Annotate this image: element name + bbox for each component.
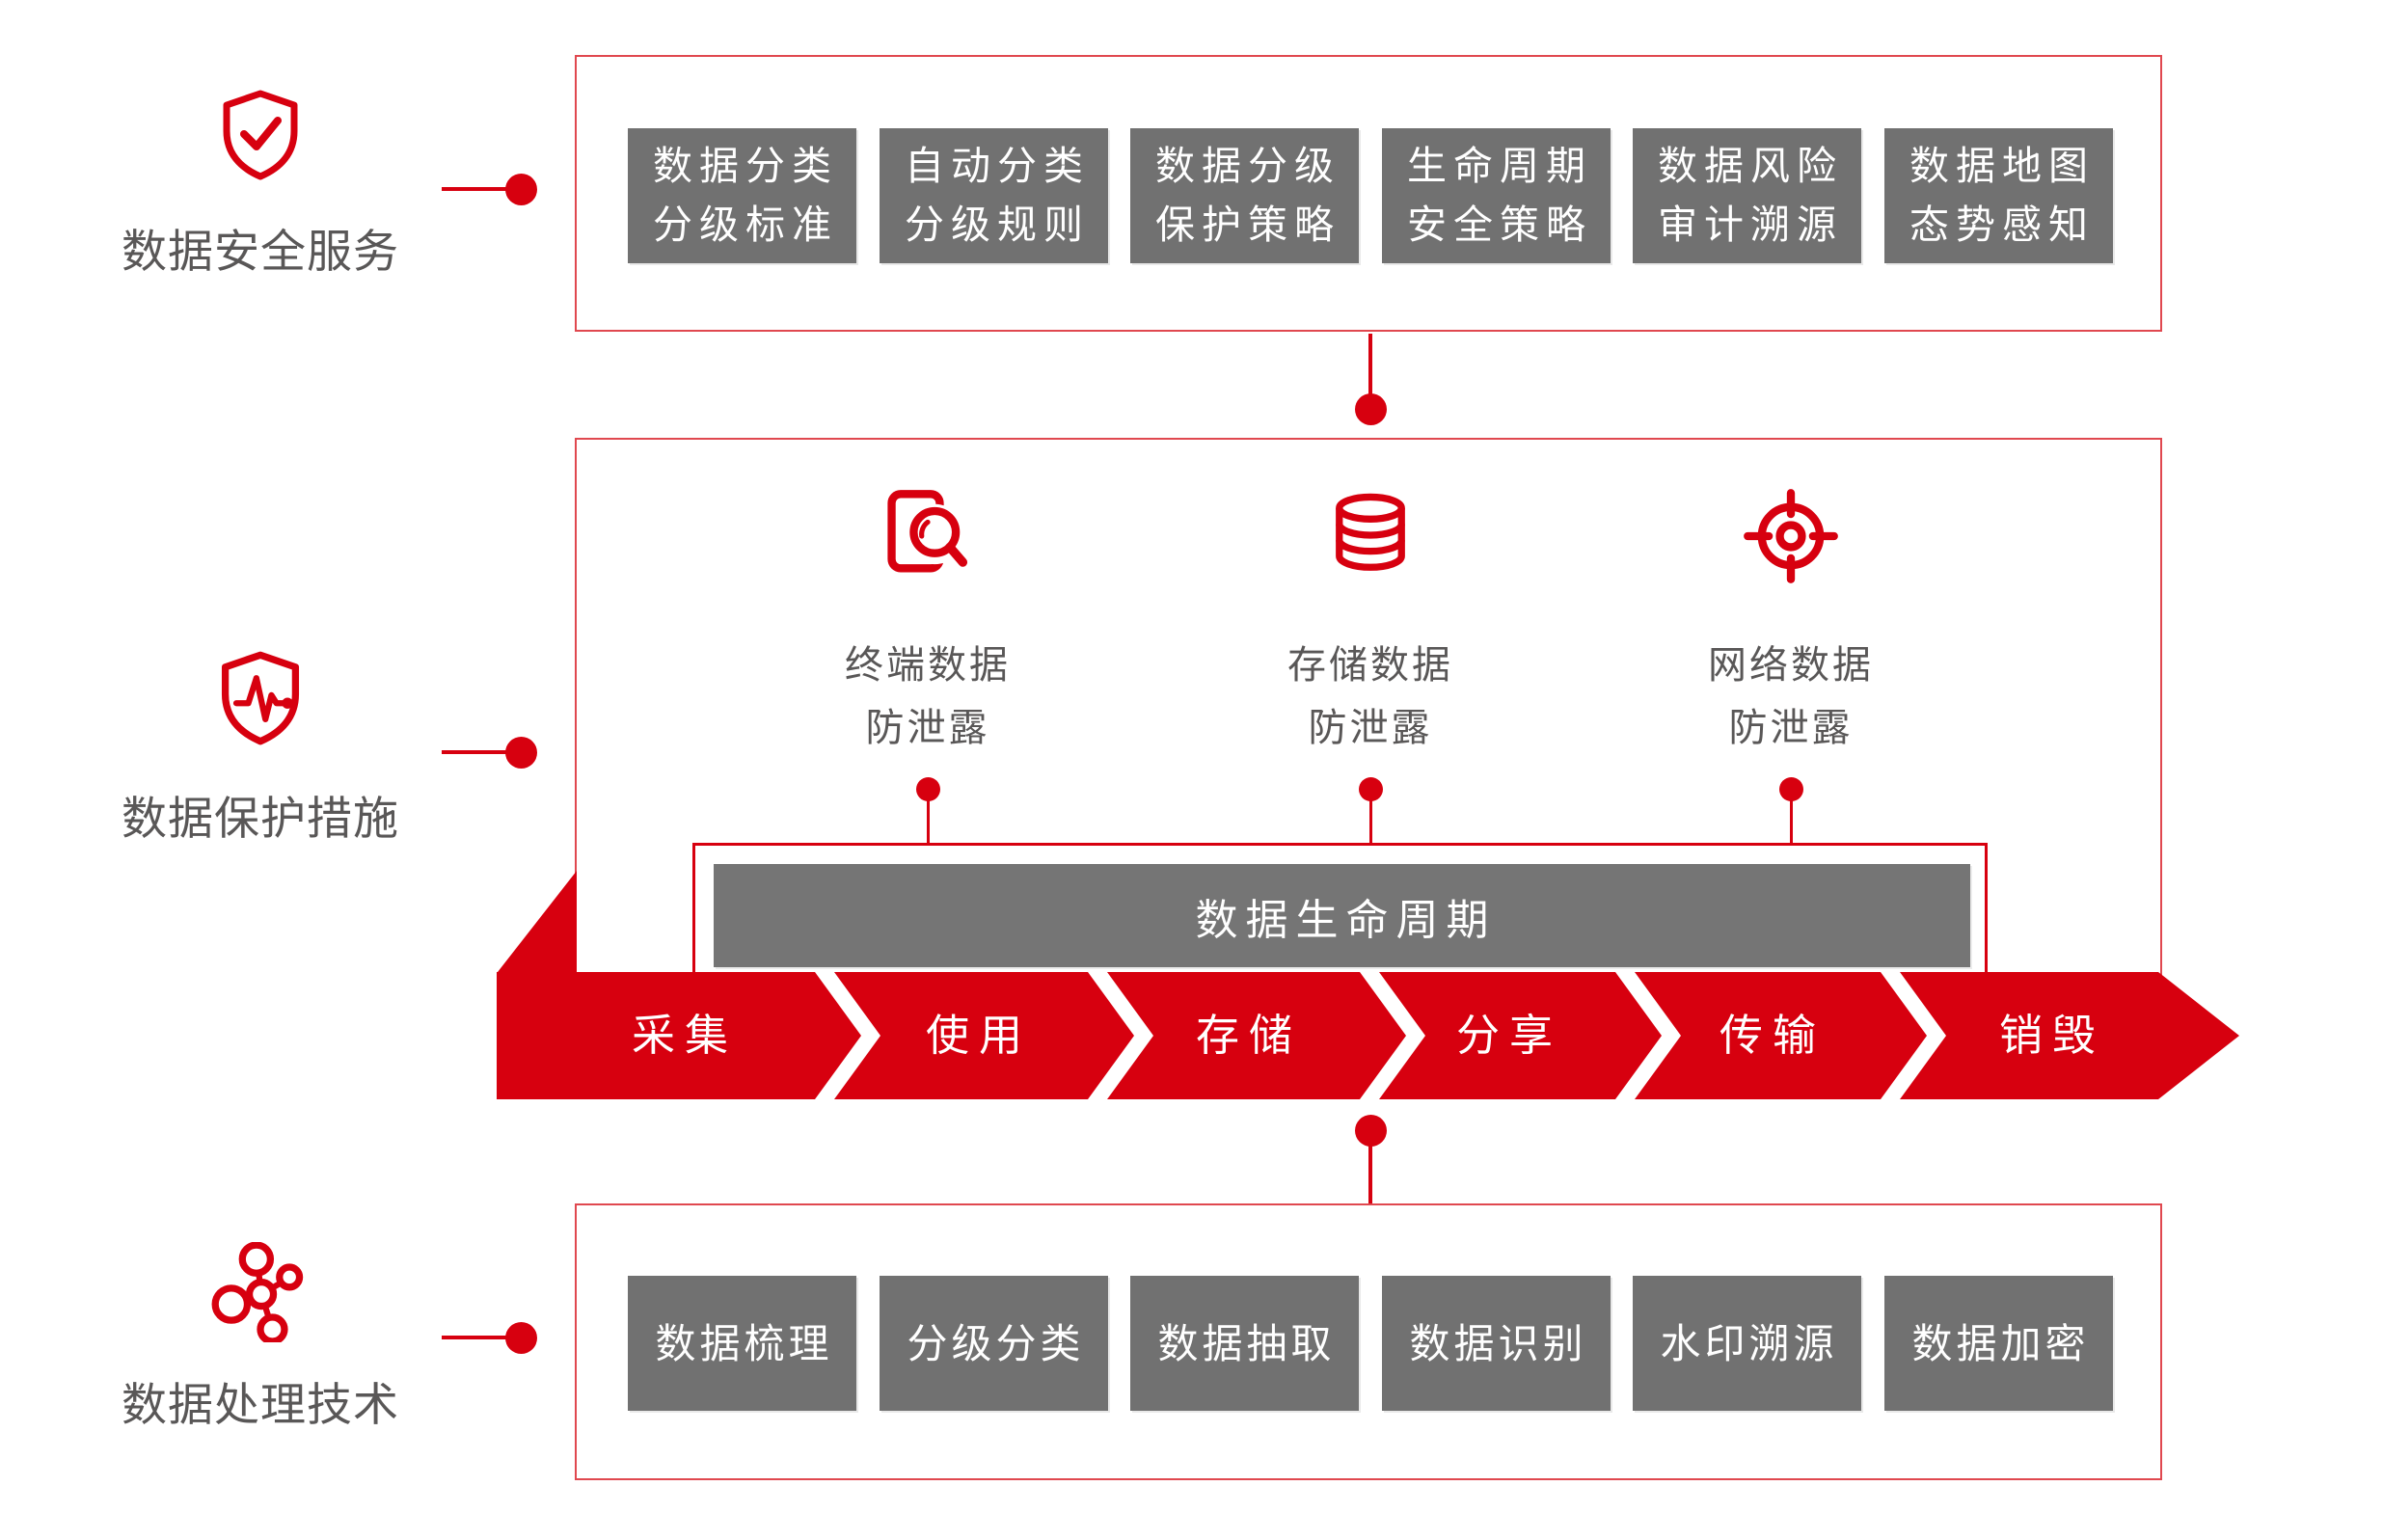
connector-dot <box>505 737 537 769</box>
protection-caption: 防泄露 <box>865 707 990 749</box>
storage-dlp-icon <box>1320 486 1421 586</box>
protection-caption: 防泄露 <box>1308 707 1433 749</box>
stage-segment <box>497 972 861 1099</box>
stage-label: 分享 <box>1455 1011 1562 1060</box>
tech-tile: 数据加密 <box>1884 1276 2113 1411</box>
service-tile: 数据地图 态势感知 <box>1884 128 2113 263</box>
tile-text: 数据分类 <box>653 144 838 188</box>
connector-line <box>1368 1144 1372 1203</box>
connector-line <box>442 187 507 191</box>
protection-caption: 存储数据 <box>1287 644 1453 687</box>
section-label-processing-tech: 数据处理技术 <box>122 1379 399 1430</box>
connector-line <box>442 750 507 754</box>
stage-segment <box>834 972 1134 1099</box>
connector-line <box>1790 798 1793 843</box>
service-tile: 数据风险 审计溯源 <box>1633 128 1861 263</box>
shield-pulse-icon <box>210 648 311 748</box>
tile-text: 安全策略 <box>1407 203 1592 247</box>
tech-tile: 数据识别 <box>1382 1276 1611 1411</box>
connector-dot <box>916 777 940 801</box>
connector-dot <box>1355 1115 1387 1147</box>
stage-label: 存储 <box>1195 1011 1302 1060</box>
stage-segment <box>1107 972 1406 1099</box>
ribbon-fold <box>498 871 577 972</box>
tech-tile: 数据梳理 <box>628 1276 856 1411</box>
lifecycle-bar: 数据生命周期 <box>714 864 1970 967</box>
service-tile: 数据分类 分级标准 <box>628 128 856 263</box>
connector-dot <box>505 174 537 205</box>
service-tile: 数据分级 保护策略 <box>1130 128 1359 263</box>
tech-tile: 数据抽取 <box>1130 1276 1359 1411</box>
connector-line <box>442 1336 507 1339</box>
connector-line <box>927 798 930 843</box>
network-dlp-icon <box>1741 486 1841 586</box>
tile-text: 分级标准 <box>653 203 838 247</box>
section-label-security-services: 数据安全服务 <box>122 226 399 277</box>
connector-line <box>1369 798 1372 843</box>
tile-text: 审计溯源 <box>1658 203 1843 247</box>
tile-text: 数据地图 <box>1909 144 2095 188</box>
stage-label: 采集 <box>631 1011 738 1060</box>
tile-text: 分级规则 <box>905 203 1090 247</box>
connector-dot <box>505 1322 537 1354</box>
molecule-icon <box>210 1242 311 1342</box>
tile-text: 数据风险 <box>1658 144 1843 188</box>
protection-caption: 网络数据 <box>1708 644 1874 687</box>
protection-caption: 防泄露 <box>1728 707 1854 749</box>
tile-text: 数据分级 <box>1155 144 1340 188</box>
tile-text: 自动分类 <box>905 144 1090 188</box>
terminal-dlp-icon <box>878 486 978 586</box>
connector-line <box>1368 334 1372 395</box>
connector-dot <box>1359 777 1383 801</box>
tile-text: 生命周期 <box>1407 144 1592 188</box>
protection-caption: 终端数据 <box>845 644 1011 687</box>
stage-segment <box>1379 972 1662 1099</box>
stage-segment <box>1635 972 1927 1099</box>
connector-dot <box>1779 777 1803 801</box>
stage-label: 传输 <box>1719 1011 1826 1060</box>
service-tile: 自动分类 分级规则 <box>880 128 1108 263</box>
tech-tile: 分级分类 <box>880 1276 1108 1411</box>
tech-tile: 水印溯源 <box>1633 1276 1861 1411</box>
stage-label: 使用 <box>925 1011 1032 1060</box>
shield-check-icon <box>212 87 309 183</box>
stage-label: 销毁 <box>1998 1011 2105 1060</box>
service-tile: 生命周期 安全策略 <box>1382 128 1611 263</box>
connector-dot <box>1355 393 1387 425</box>
section-label-protection-measures: 数据保护措施 <box>122 793 399 844</box>
stage-segment <box>1900 972 2239 1099</box>
tile-text: 保护策略 <box>1155 203 1340 247</box>
lifecycle-arrow-band: 采集 使用 存储 分享 传输 销毁 <box>497 972 2239 1099</box>
tile-text: 态势感知 <box>1909 203 2095 247</box>
